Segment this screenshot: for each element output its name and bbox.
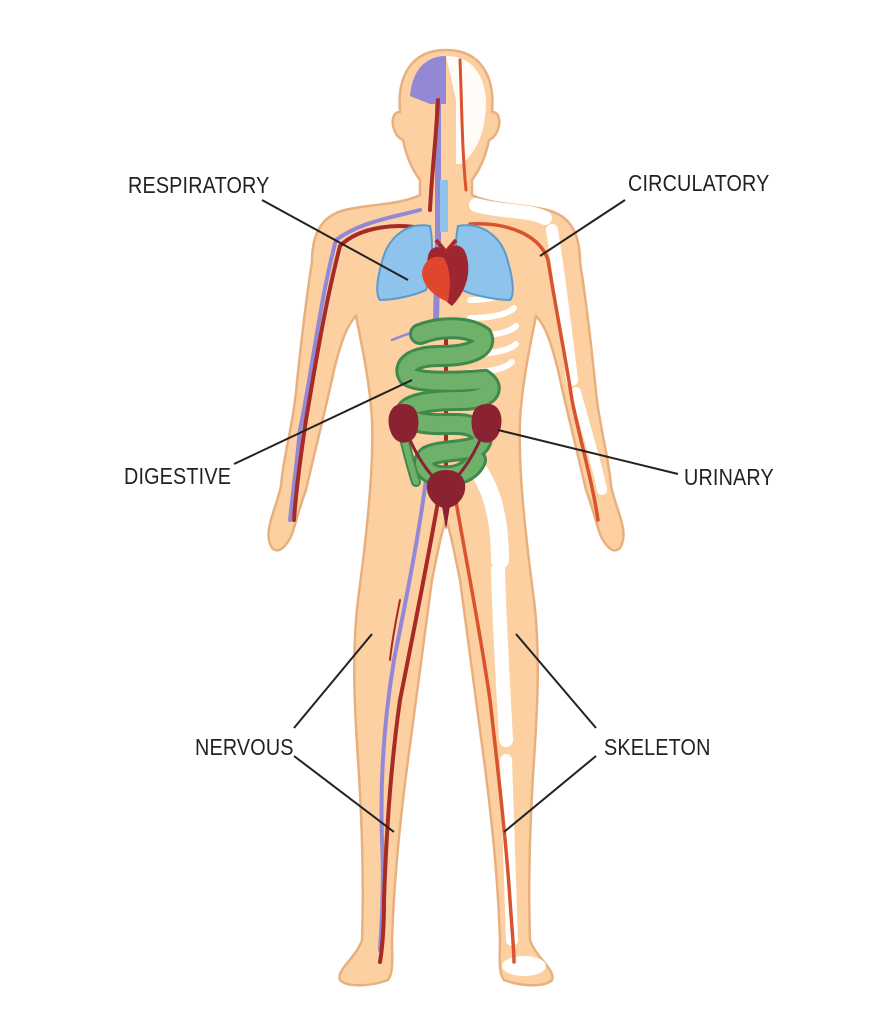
leader-nervous-lower: [293, 755, 395, 833]
digestive-system: [395, 317, 501, 488]
label-urinary: URINARY: [684, 464, 774, 490]
right-kidney: [471, 404, 502, 443]
leader-circulatory: [539, 199, 626, 257]
leader-respiratory: [261, 199, 409, 281]
skull-bone-region: [446, 56, 486, 164]
heart: [422, 238, 469, 306]
left-kidney: [388, 404, 419, 443]
leader-urinary: [497, 429, 679, 475]
leader-lines: [233, 199, 679, 833]
bladder: [426, 470, 466, 508]
label-respiratory: RESPIRATORY: [128, 172, 270, 198]
label-digestive: DIGESTIVE: [124, 463, 232, 489]
label-circulatory: CIRCULATORY: [628, 170, 770, 196]
leader-nervous-upper: [293, 633, 373, 729]
leader-digestive: [233, 379, 413, 465]
leader-skeleton-lower: [503, 755, 597, 833]
label-nervous: NERVOUS: [195, 734, 294, 760]
urinary-system: [388, 404, 502, 530]
respiratory-system: [376, 180, 514, 302]
label-skeleton: SKELETON: [604, 734, 711, 760]
leader-skeleton-upper: [515, 633, 597, 729]
